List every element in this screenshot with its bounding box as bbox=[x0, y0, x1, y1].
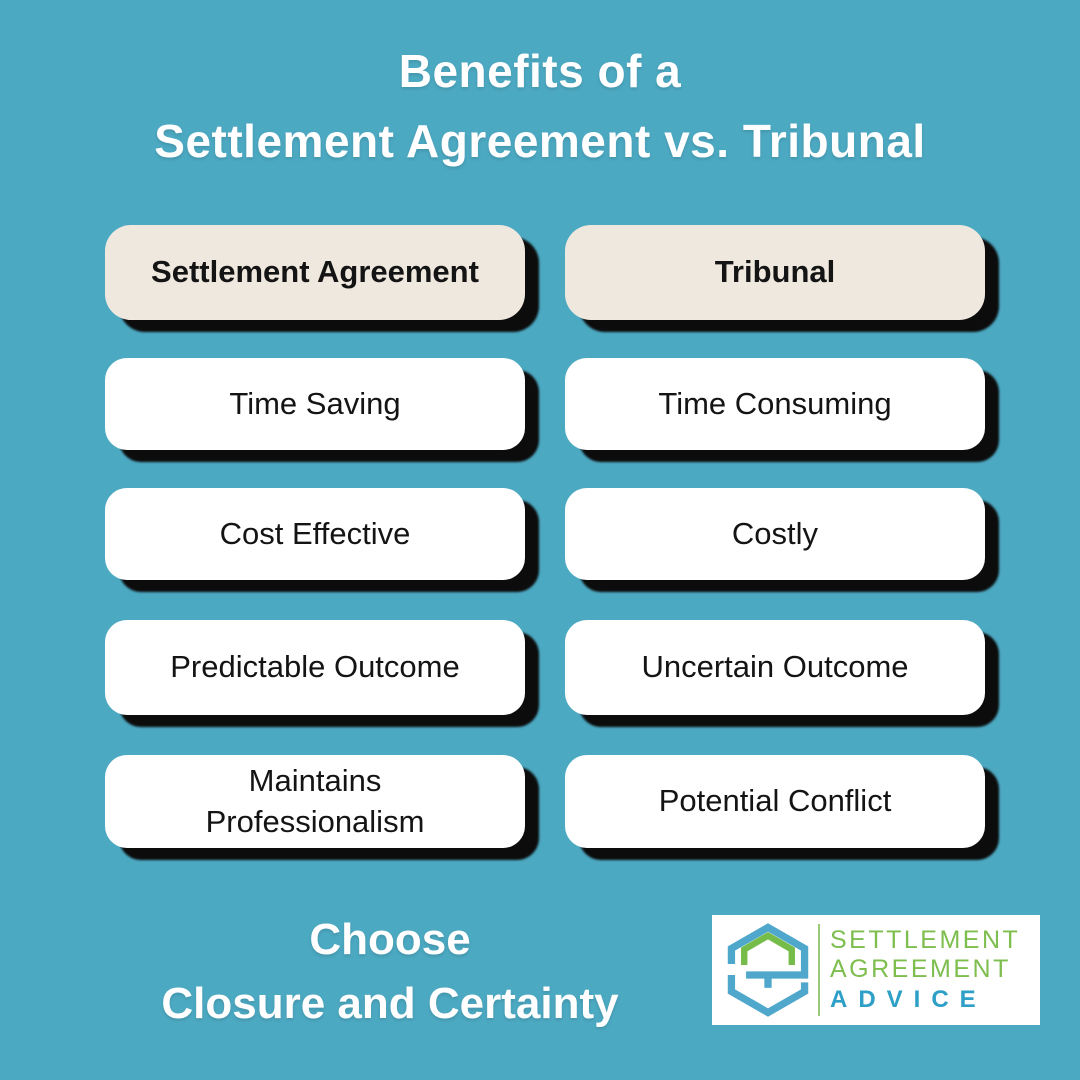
drawback-box-potential-conflict: Potential Conflict bbox=[565, 755, 985, 848]
footer-line-2: Closure and Certainty bbox=[161, 979, 619, 1028]
logo-word-advice: ADVICE bbox=[830, 985, 987, 1013]
hexagon-house-s-icon bbox=[718, 922, 818, 1018]
page-title: Benefits of a Settlement Agreement vs. T… bbox=[0, 36, 1080, 176]
logo-wordmark: SETTLEMENT AGREEMENT ADVICE bbox=[820, 922, 1032, 1018]
logo-word-agreement: AGREEMENT bbox=[830, 954, 1011, 983]
footer-tagline: Choose Closure and Certainty bbox=[40, 908, 740, 1036]
drawback-box-costly: Costly bbox=[565, 488, 985, 580]
drawback-box-uncertain-outcome: Uncertain Outcome bbox=[565, 620, 985, 715]
drawback-box-time-consuming: Time Consuming bbox=[565, 358, 985, 450]
benefit-box-predictable-outcome: Predictable Outcome bbox=[105, 620, 525, 715]
brand-logo: SETTLEMENT AGREEMENT ADVICE bbox=[712, 915, 1040, 1025]
footer-line-1: Choose bbox=[309, 915, 471, 964]
benefit-box-time-saving: Time Saving bbox=[105, 358, 525, 450]
logo-word-settlement: SETTLEMENT bbox=[830, 925, 1021, 954]
benefit-box-cost-effective: Cost Effective bbox=[105, 488, 525, 580]
title-line-2: Settlement Agreement vs. Tribunal bbox=[154, 115, 926, 167]
title-line-1: Benefits of a bbox=[398, 45, 682, 97]
column-header-tribunal: Tribunal bbox=[565, 225, 985, 320]
benefit-box-maintains-professionalism: Maintains Professionalism bbox=[105, 755, 525, 848]
logo-divider bbox=[818, 924, 820, 1016]
column-header-settlement-agreement: Settlement Agreement bbox=[105, 225, 525, 320]
